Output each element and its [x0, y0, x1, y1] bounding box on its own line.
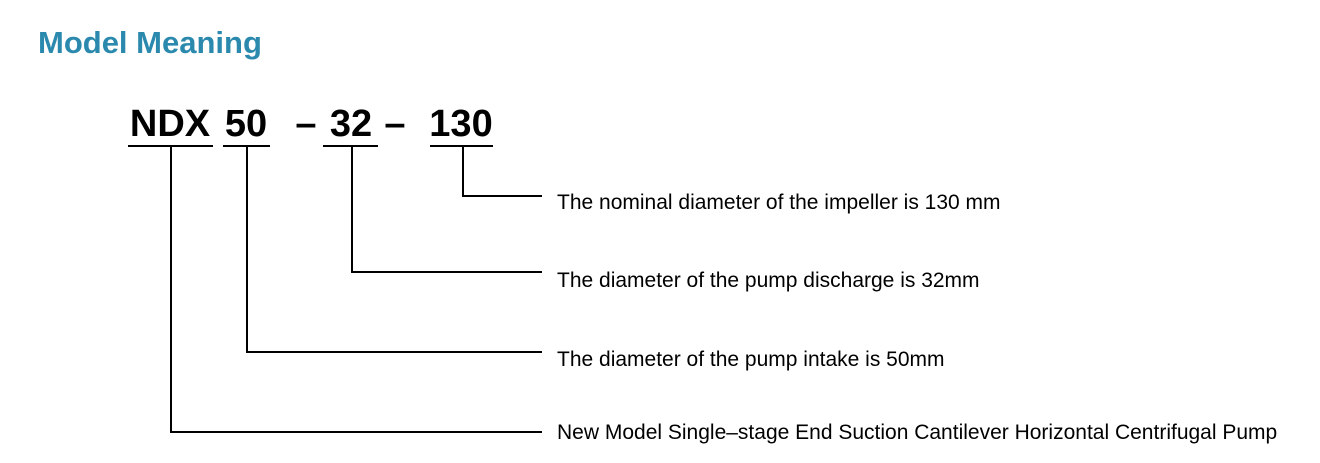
model-segment-discharge-32: 32: [329, 103, 373, 145]
annotation-discharge-diameter: The diameter of the pump discharge is 32…: [557, 269, 980, 292]
annotation-impeller-diameter: The nominal diameter of the impeller is …: [557, 191, 1001, 214]
model-separator-dash: –: [295, 103, 317, 145]
model-segment-intake-50: 50: [224, 103, 268, 145]
connector-130: [462, 146, 542, 197]
annotation-pump-type: New Model Single–stage End Suction Canti…: [557, 421, 1278, 444]
connector-ndx: [170, 146, 542, 433]
connector-32: [351, 146, 542, 273]
model-segment-impeller-130: 130: [429, 103, 493, 145]
page-title: Model Meaning: [38, 25, 262, 60]
annotation-intake-diameter: The diameter of the pump intake is 50mm: [557, 348, 945, 371]
model-separator-dash: –: [384, 103, 406, 145]
model-segment-ndx: NDX: [129, 103, 211, 145]
connector-50: [246, 146, 542, 353]
